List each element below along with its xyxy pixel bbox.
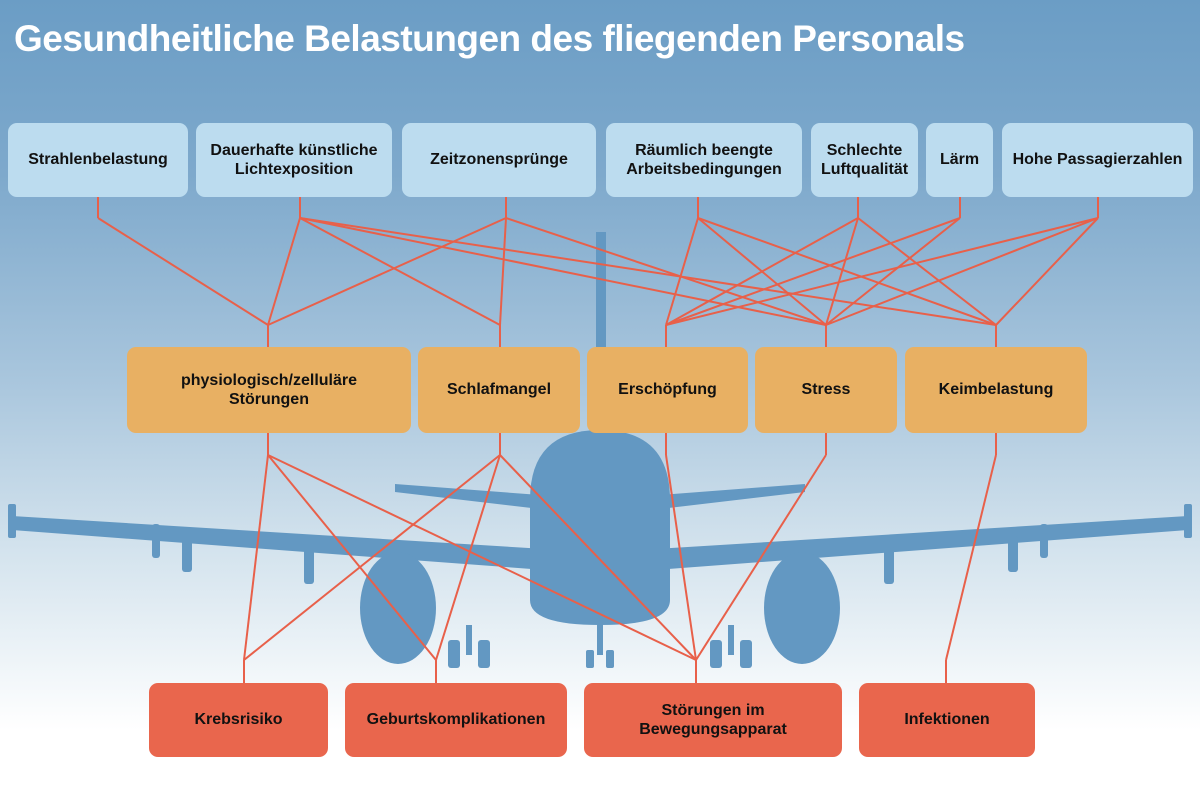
- connector-line: [435, 454, 501, 661]
- source-label: Lärm: [939, 151, 980, 169]
- connector-line: [505, 217, 827, 326]
- source-box-laerm: Lärm: [926, 123, 993, 197]
- connector-line: [825, 217, 1099, 326]
- effect-label: physiologisch/zelluläre Störungen: [180, 371, 358, 408]
- source-box-luftqualitaet: Schlechte Luftqualität: [811, 123, 918, 197]
- connector-line: [665, 454, 697, 661]
- connector-line: [499, 217, 507, 326]
- effect-box-stress: Stress: [755, 347, 897, 433]
- effect-box-schlafmangel: Schlafmangel: [418, 347, 580, 433]
- source-box-passagierzahlen: Hohe Passagierzahlen: [1002, 123, 1193, 197]
- connector-line: [995, 217, 1099, 326]
- connector-line: [243, 454, 269, 661]
- page-title: Gesundheitliche Belastungen des fliegend…: [14, 18, 965, 59]
- connector-line: [97, 217, 269, 326]
- connector-line: [267, 217, 301, 326]
- connector-line: [267, 454, 697, 661]
- connector-line: [665, 217, 859, 326]
- source-label: Strahlenbelastung: [28, 151, 168, 169]
- connector-line: [243, 454, 501, 661]
- connector-line: [695, 454, 827, 661]
- connector-line: [299, 217, 827, 326]
- source-label: Dauerhafte künstliche Lichtexposition: [210, 141, 378, 178]
- source-box-strahlenbelastung: Strahlenbelastung: [8, 123, 188, 197]
- connector-line: [665, 217, 961, 326]
- connector-line: [825, 217, 961, 326]
- connector-line: [267, 454, 437, 661]
- connector-line: [825, 217, 859, 326]
- outcome-label: Krebsrisiko: [194, 711, 283, 729]
- connector-line: [499, 454, 697, 661]
- outcome-box-geburtskomplikationen: Geburtskomplikationen: [345, 683, 567, 757]
- outcome-label: Geburtskomplikationen: [366, 711, 546, 729]
- source-box-arbeitsbedingungen: Räumlich beengte Arbeitsbedingungen: [606, 123, 802, 197]
- connector-line: [945, 454, 997, 661]
- effect-box-keimbelastung: Keimbelastung: [905, 347, 1087, 433]
- effect-label: Keimbelastung: [938, 381, 1054, 399]
- connector-line: [697, 217, 997, 326]
- outcome-label: Störungen im Bewegungsapparat: [639, 701, 787, 738]
- source-box-lichtexposition: Dauerhafte künstliche Lichtexposition: [196, 123, 392, 197]
- connector-line: [665, 217, 699, 326]
- effect-label: Erschöpfung: [618, 381, 717, 399]
- outcome-box-infektionen: Infektionen: [859, 683, 1035, 757]
- source-label: Schlechte Luftqualität: [820, 141, 909, 178]
- connector-line: [267, 217, 507, 326]
- source-box-zeitzonenspruenge: Zeitzonensprünge: [402, 123, 596, 197]
- outcome-box-krebsrisiko: Krebsrisiko: [149, 683, 328, 757]
- outcome-label: Infektionen: [904, 711, 990, 729]
- source-label: Zeitzonensprünge: [430, 151, 568, 169]
- connector-line: [299, 217, 501, 326]
- effect-box-erschoepfung: Erschöpfung: [587, 347, 748, 433]
- outcome-box-bewegungsapparat: Störungen im Bewegungsapparat: [584, 683, 842, 757]
- connector-line: [299, 217, 997, 326]
- connector-line: [857, 217, 997, 326]
- effect-box-zellulaere-stoerungen: physiologisch/zelluläre Störungen: [127, 347, 411, 433]
- source-label: Räumlich beengte Arbeitsbedingungen: [626, 141, 782, 178]
- effect-label: Schlafmangel: [446, 381, 552, 399]
- effect-label: Stress: [801, 381, 851, 399]
- source-label: Hohe Passagierzahlen: [1012, 151, 1183, 169]
- connector-line: [665, 217, 1099, 326]
